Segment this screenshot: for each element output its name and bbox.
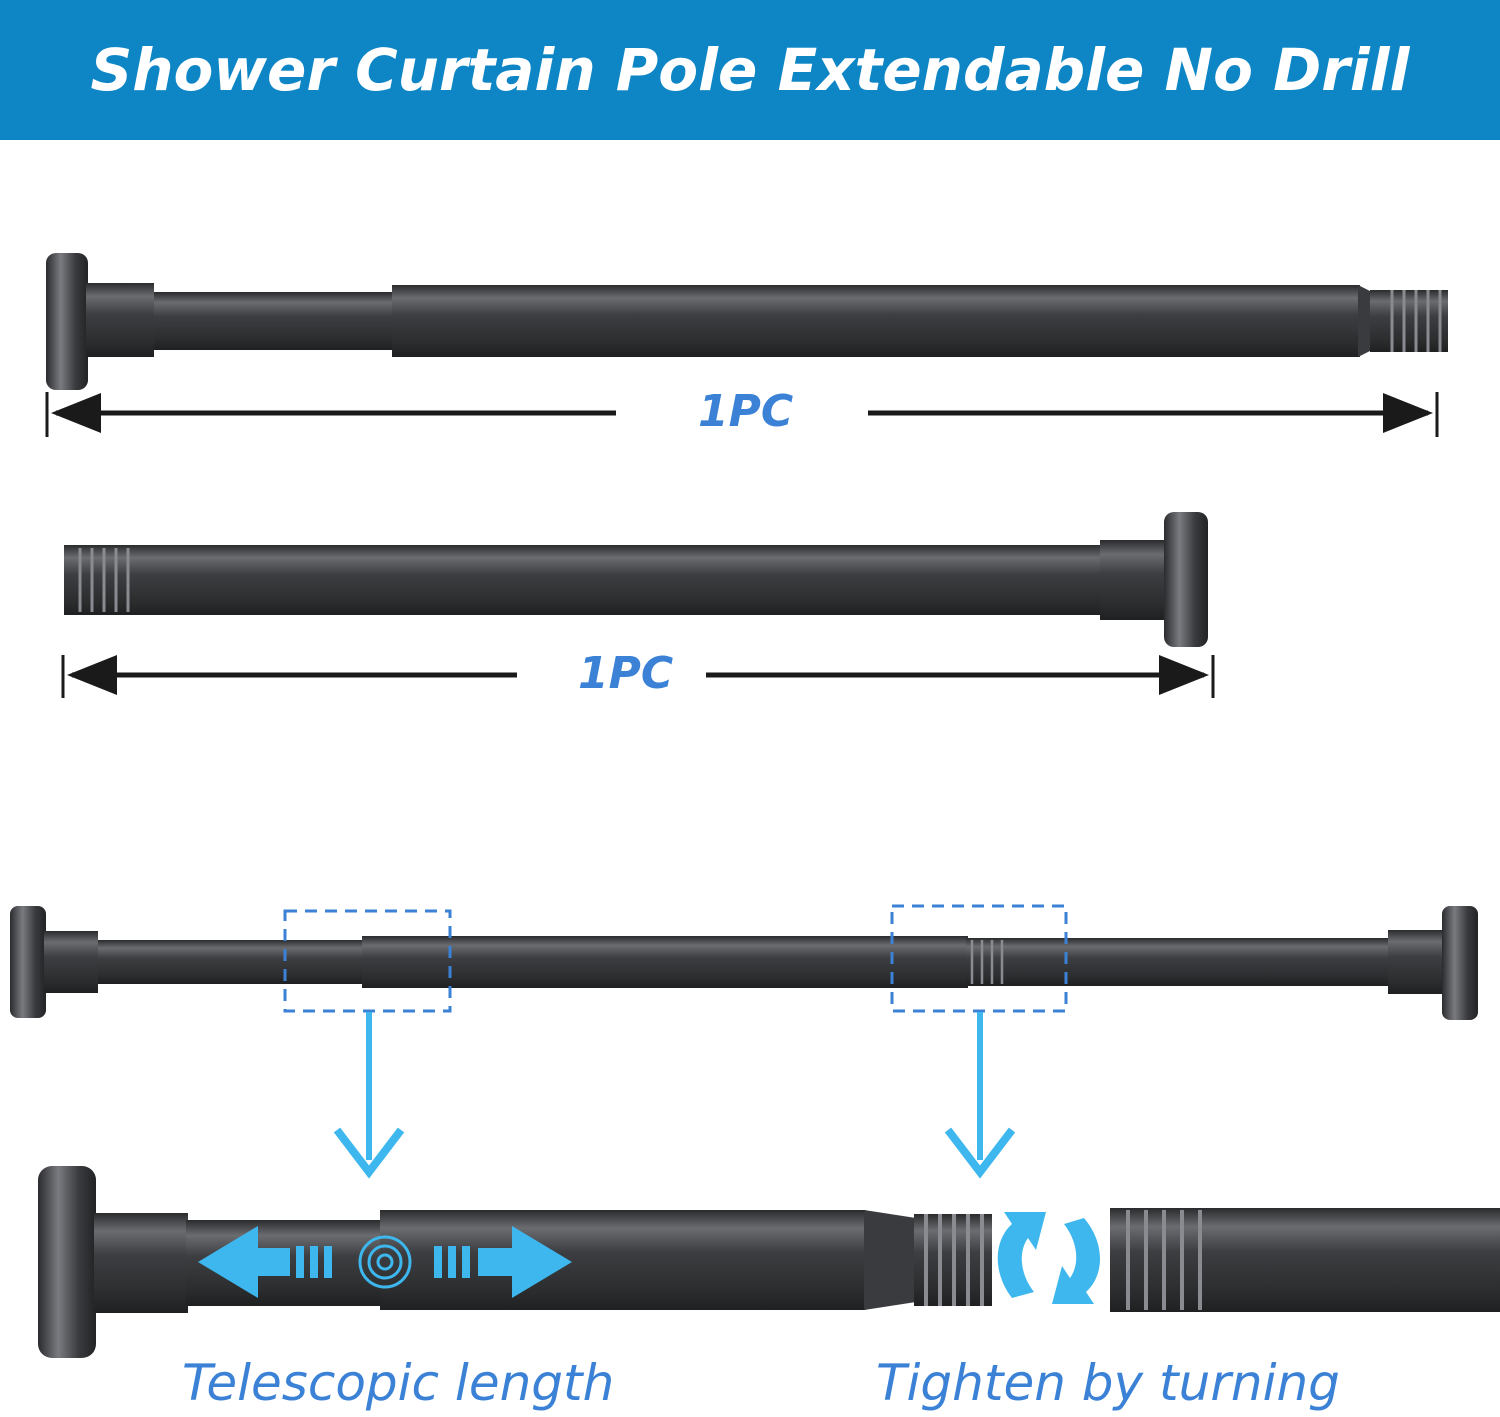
- end-cap-left: [10, 906, 46, 1018]
- telescopic-double-arrow: [198, 1226, 572, 1298]
- measure-1: [45, 392, 1439, 437]
- inner-tube: [154, 292, 394, 350]
- end-cap: [38, 1166, 96, 1358]
- end-cap: [46, 253, 88, 390]
- closeup-pole: [38, 1166, 1500, 1358]
- highlight-telescopic: [283, 909, 452, 1013]
- connector-arrow-left: [333, 1012, 405, 1179]
- end-cap-right: [1442, 906, 1478, 1020]
- outer-tube: [380, 1210, 866, 1310]
- tube: [64, 545, 1104, 615]
- outer-tube: [392, 285, 1360, 357]
- pole-1: [46, 253, 1448, 390]
- pole-2-quantity: 1PC: [578, 648, 674, 699]
- measure-2: [61, 655, 1215, 698]
- caption-tighten: Tighten by turning: [876, 1354, 1340, 1412]
- rotate-icon: [997, 1212, 1100, 1304]
- cap-collar: [86, 283, 154, 357]
- highlight-thread: [890, 904, 1068, 1013]
- threaded-end: [1370, 290, 1448, 352]
- assembled-pole: [10, 906, 1478, 1020]
- receiving-tube: [1110, 1208, 1500, 1312]
- caption-telescopic: Telescopic length: [182, 1354, 615, 1412]
- pole-1-quantity: 1PC: [698, 386, 794, 437]
- end-cap: [1164, 512, 1208, 647]
- page-title: Shower Curtain Pole Extendable No Drill: [90, 36, 1410, 104]
- title-banner: Shower Curtain Pole Extendable No Drill: [0, 0, 1500, 140]
- pole-2: [64, 512, 1208, 647]
- product-illustration: [10, 253, 1500, 1358]
- target-icon: [358, 1235, 412, 1289]
- cap-collar: [1100, 540, 1168, 620]
- connector-arrow-right: [944, 1012, 1016, 1179]
